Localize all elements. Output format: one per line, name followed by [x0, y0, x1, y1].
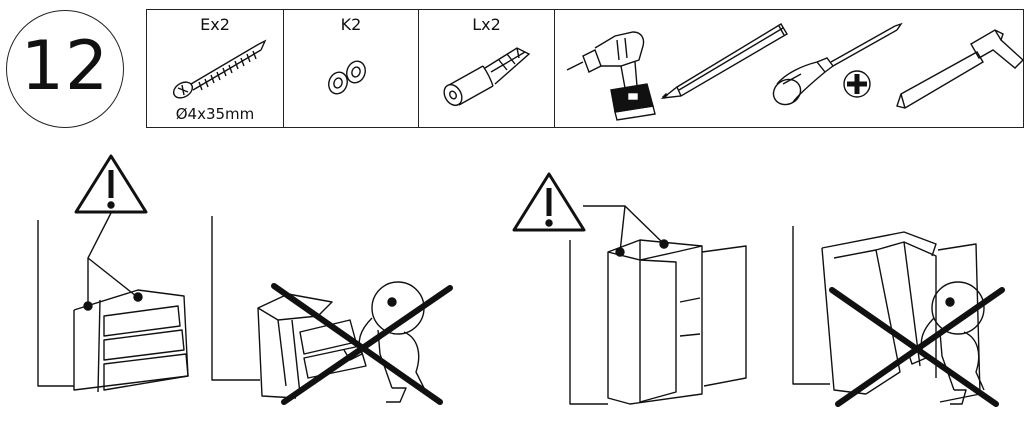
tipping-wardrobe	[792, 226, 1005, 407]
part-cell-washer: K2	[284, 10, 419, 127]
step-number-badge: 12	[6, 10, 124, 128]
part-cell-screw: Ex2 Ø4x35mm	[147, 10, 284, 127]
drill-icon	[566, 31, 656, 121]
tipping-chest-of-drawers	[211, 216, 453, 405]
washer-icon	[328, 60, 366, 95]
anchored-wardrobe	[569, 239, 747, 405]
screw-icon	[172, 39, 267, 99]
child-figure	[907, 281, 985, 405]
tools-cell	[555, 10, 1025, 127]
screw-dimension: Ø4x35mm	[175, 105, 255, 123]
warning-icon	[74, 154, 148, 214]
step-number: 12	[20, 27, 110, 106]
hammer-icon	[896, 29, 1025, 109]
warning-icon	[512, 172, 586, 232]
tools-illustration	[566, 22, 1025, 121]
safety-illustration	[37, 154, 1005, 407]
part-label: Lx2	[472, 15, 501, 34]
part-label: K2	[340, 15, 362, 34]
part-cell-wall-plug: Lx2	[419, 10, 555, 127]
anchored-chest-of-drawers	[37, 220, 189, 393]
wall-plug-icon	[443, 47, 531, 107]
pencil-icon	[660, 23, 788, 100]
parts-and-tools-table: Ex2 Ø4x35mm K2 Lx2	[146, 9, 1025, 128]
part-label: Ex2	[200, 15, 230, 34]
phillips-screwdriver-icon	[772, 22, 903, 106]
